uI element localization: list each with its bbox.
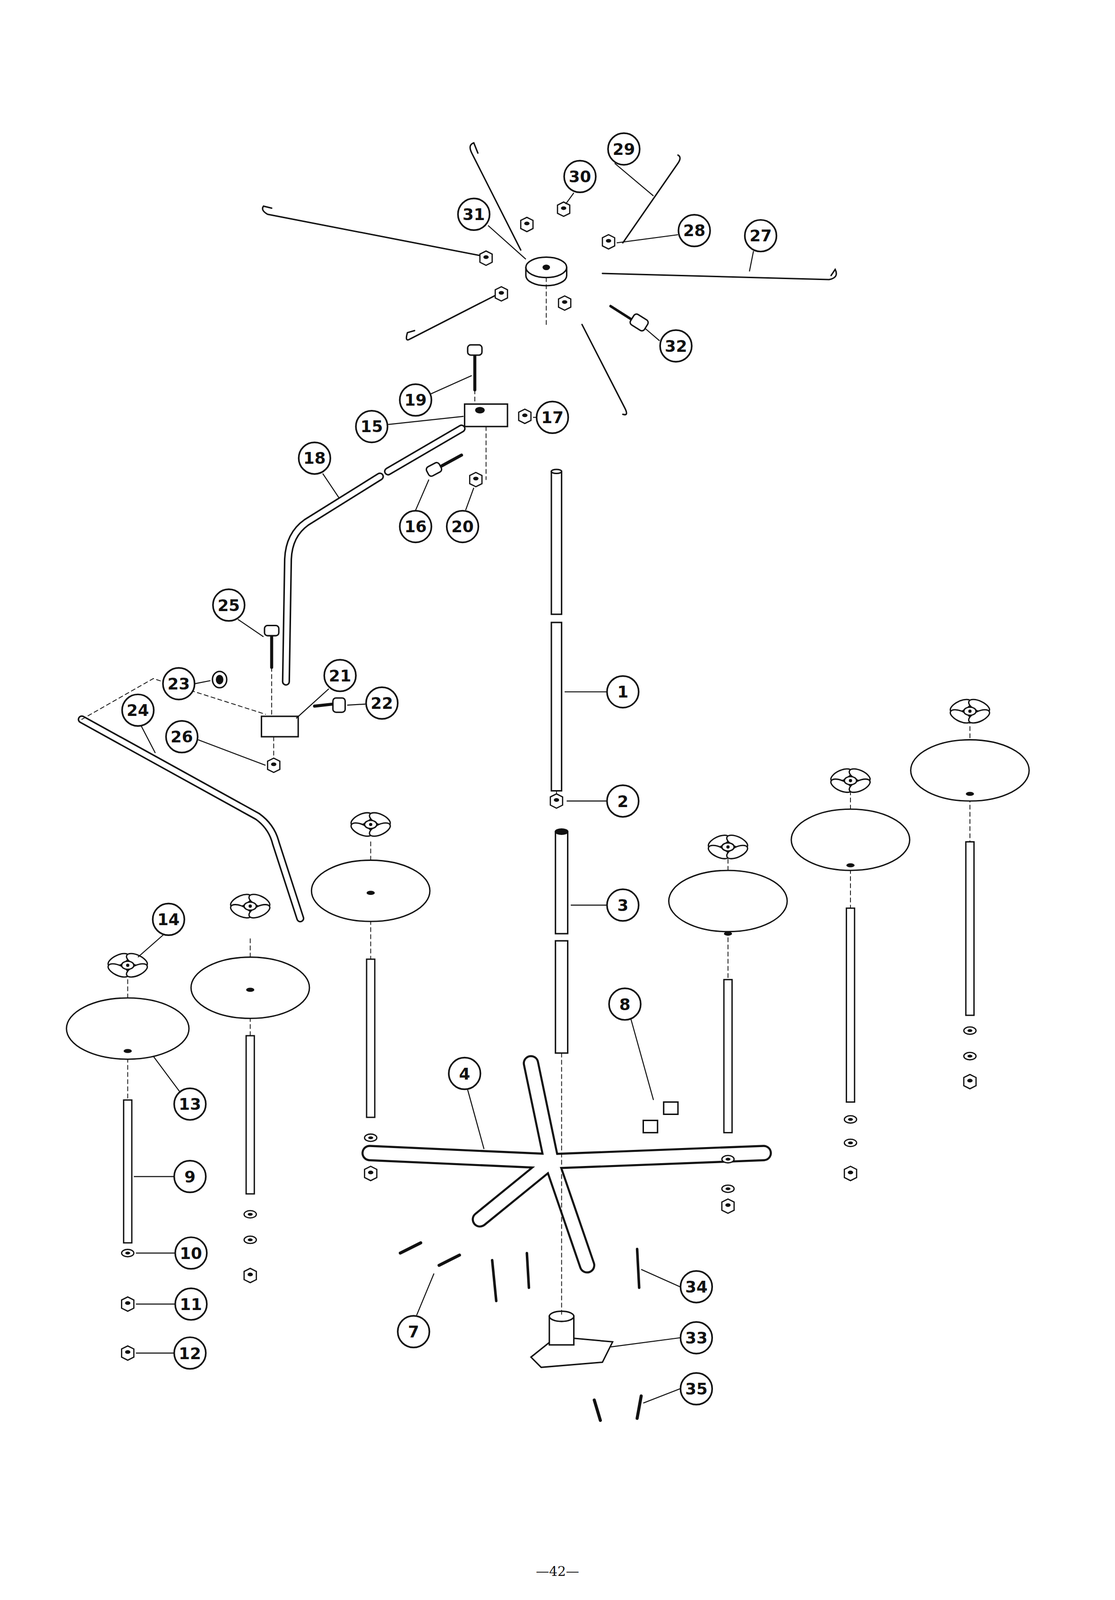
callout-circle (399, 384, 432, 417)
callout-circle (121, 694, 154, 727)
callout-number: 17 (541, 409, 564, 426)
callout-number: 11 (179, 1296, 202, 1313)
callout-number: 20 (451, 518, 474, 535)
callout-circle (397, 1316, 430, 1348)
callout-circle (680, 1271, 712, 1304)
page-number: —42— (535, 1565, 580, 1579)
callout-number: 16 (404, 518, 427, 535)
callout-circle (607, 676, 639, 708)
callout-circle (448, 1058, 481, 1090)
callout-number: 10 (179, 1245, 202, 1262)
callout-circle (399, 510, 432, 543)
callout-number: 8 (619, 996, 631, 1013)
callout-circle (366, 687, 398, 720)
callout-number: 2 (617, 793, 629, 810)
callout-circle (213, 589, 245, 622)
callout-circle (744, 220, 777, 252)
callout-number: 22 (370, 695, 394, 712)
callout-circle (536, 401, 569, 434)
callout-number: 24 (126, 702, 149, 719)
callout-number: 31 (462, 206, 485, 223)
callout-number: 1 (617, 684, 629, 701)
callout-circle (162, 668, 195, 700)
callout-circle (678, 214, 711, 247)
callout-circle (152, 903, 185, 936)
callout-circle (660, 330, 692, 362)
callout-circle (175, 1237, 207, 1270)
callout-circle (607, 889, 639, 922)
callout-number: 33 (685, 1330, 708, 1347)
leader-lines (133, 163, 754, 1404)
callout-circle (446, 510, 479, 543)
callout-number: 21 (328, 668, 352, 685)
callout-circle (680, 1373, 712, 1406)
callout-circle (174, 1088, 206, 1121)
callout-circle (298, 442, 331, 475)
callout-circle (457, 198, 490, 231)
callout-number: 27 (749, 227, 772, 244)
callout-number: 9 (184, 1169, 196, 1186)
callout-number: 12 (178, 1346, 201, 1363)
callout-circle (324, 660, 356, 692)
callout-number: 13 (178, 1096, 201, 1113)
callout-circle (355, 411, 388, 443)
callout-circle (608, 988, 641, 1021)
callout-circles (121, 133, 777, 1406)
callout-number: 32 (664, 338, 687, 355)
callout-number: 26 (170, 729, 193, 746)
spool-stands (66, 202, 1030, 1361)
callout-number: 23 (167, 676, 190, 693)
callout-circle (165, 721, 198, 754)
callout-number: 15 (360, 418, 383, 435)
callout-number: 35 (685, 1381, 708, 1398)
callout-number: 29 (612, 141, 635, 158)
callout-number: 7 (407, 1324, 420, 1341)
callout-number: 4 (458, 1066, 471, 1083)
callout-number: 30 (568, 168, 592, 185)
callout-number: 18 (303, 450, 326, 467)
callout-circle (174, 1161, 206, 1193)
callout-circle (175, 1288, 207, 1321)
callout-number: 3 (617, 897, 629, 914)
parts (81, 143, 970, 1422)
callout-circle (607, 785, 639, 818)
callout-circle (174, 1338, 206, 1370)
callout-circle (608, 133, 640, 165)
callout-number: 14 (157, 911, 180, 928)
callout-circle (680, 1322, 712, 1355)
callout-circle (564, 160, 596, 193)
callout-number: 34 (685, 1279, 708, 1296)
callout-number: 28 (683, 222, 706, 239)
callout-number: 25 (217, 597, 240, 614)
callout-number: 19 (404, 392, 427, 409)
